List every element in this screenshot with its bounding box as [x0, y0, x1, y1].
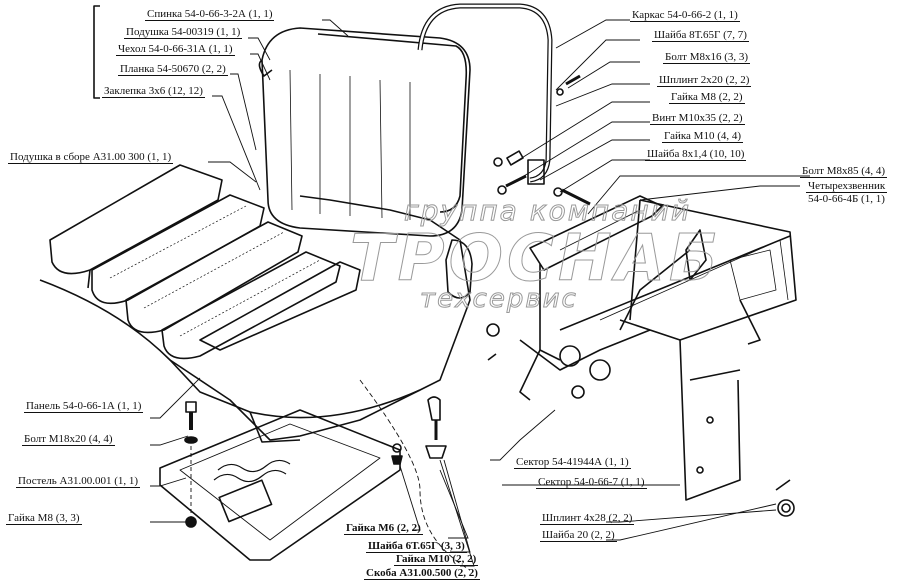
seat-panel-part	[39, 195, 471, 443]
label-spinka: Спинка 54-0-66-3-2А (1, 1)	[145, 8, 275, 21]
watermark-line1: группа компаний	[403, 194, 692, 228]
linkage-mechanism-part	[519, 195, 797, 501]
base-plate-part	[159, 409, 401, 561]
label-karkas: Каркас 54-0-66-2 (1, 1)	[630, 9, 740, 22]
cushion-part	[49, 164, 361, 360]
label-podushka-sbor: Подушка в сборе А31.00 300 (1, 1)	[8, 151, 174, 164]
frame-part	[417, 3, 553, 183]
watermark-line3: техсервис	[420, 284, 578, 315]
label-gaika-m8-left: Гайка М8 (3, 3)	[6, 512, 82, 525]
label-zaklepka: Заклепка 3х6 (12, 12)	[102, 85, 205, 98]
label-chetyrekh-2: 54-0-66-4Б (1, 1)	[808, 193, 885, 205]
group-bracket	[93, 5, 100, 99]
watermark-line2: ТРОСНАБ	[350, 222, 722, 297]
label-vint-m10x35: Винт М10х35 (2, 2)	[650, 112, 745, 125]
label-sektor-b: Сектор 54-0-66-7 (1, 1)	[536, 476, 647, 489]
label-shaiba-8x1: Шайба 8х1,4 (10, 10)	[645, 148, 747, 161]
label-postel: Постель А31.00.001 (1, 1)	[16, 475, 141, 488]
label-shaiba-20: Шайба 20 (2, 2)	[540, 529, 617, 542]
label-sektor-a: Сектор 54-41944А (1, 1)	[514, 456, 631, 469]
label-gaika-m6: Гайка М6 (2, 2)	[344, 522, 423, 535]
label-shaiba-8t: Шайба 8Т.65Г (7, 7)	[652, 29, 749, 42]
label-shaiba-6t: Шайба 6Т.65Г (3, 3)	[366, 540, 467, 553]
label-gaika-m8-right: Гайка М8 (2, 2)	[669, 91, 745, 104]
hinge-bracket-part	[445, 239, 473, 299]
bolt-center-part	[359, 379, 471, 571]
label-shplint-2x20: Шплинт 2х20 (2, 2)	[657, 74, 752, 87]
leader-lines	[150, 19, 810, 567]
label-bolt-m18x20: Болт М18х20 (4, 4)	[22, 433, 115, 446]
label-panel: Панель 54-0-66-1А (1, 1)	[24, 400, 144, 413]
bolt-m18-part	[184, 401, 198, 528]
label-skoba: Скоба А31.00.500 (2, 2)	[364, 567, 480, 580]
label-planka: Планка 54-50670 (2, 2)	[118, 63, 228, 76]
label-chetyrekh-1: Четырехзвенник	[806, 180, 888, 193]
label-shplint-4x28: Шплинт 4х28 (2, 2)	[540, 512, 635, 525]
label-bolt-m8x16: Болт М8х16 (3, 3)	[663, 51, 751, 64]
fasteners-right-part	[486, 74, 795, 517]
label-gaika-m10-bottom: Гайка М10 (2, 2)	[394, 553, 479, 566]
label-bolt-m8x85: Болт М8х85 (4, 4)	[800, 165, 888, 178]
backrest-part	[258, 27, 471, 237]
label-chekhol: Чехол 54-0-66-31А (1, 1)	[116, 43, 235, 56]
label-gaika-m10-right: Гайка М10 (4, 4)	[662, 130, 744, 143]
label-podushka: Подушка 54-00319 (1, 1)	[124, 26, 243, 39]
